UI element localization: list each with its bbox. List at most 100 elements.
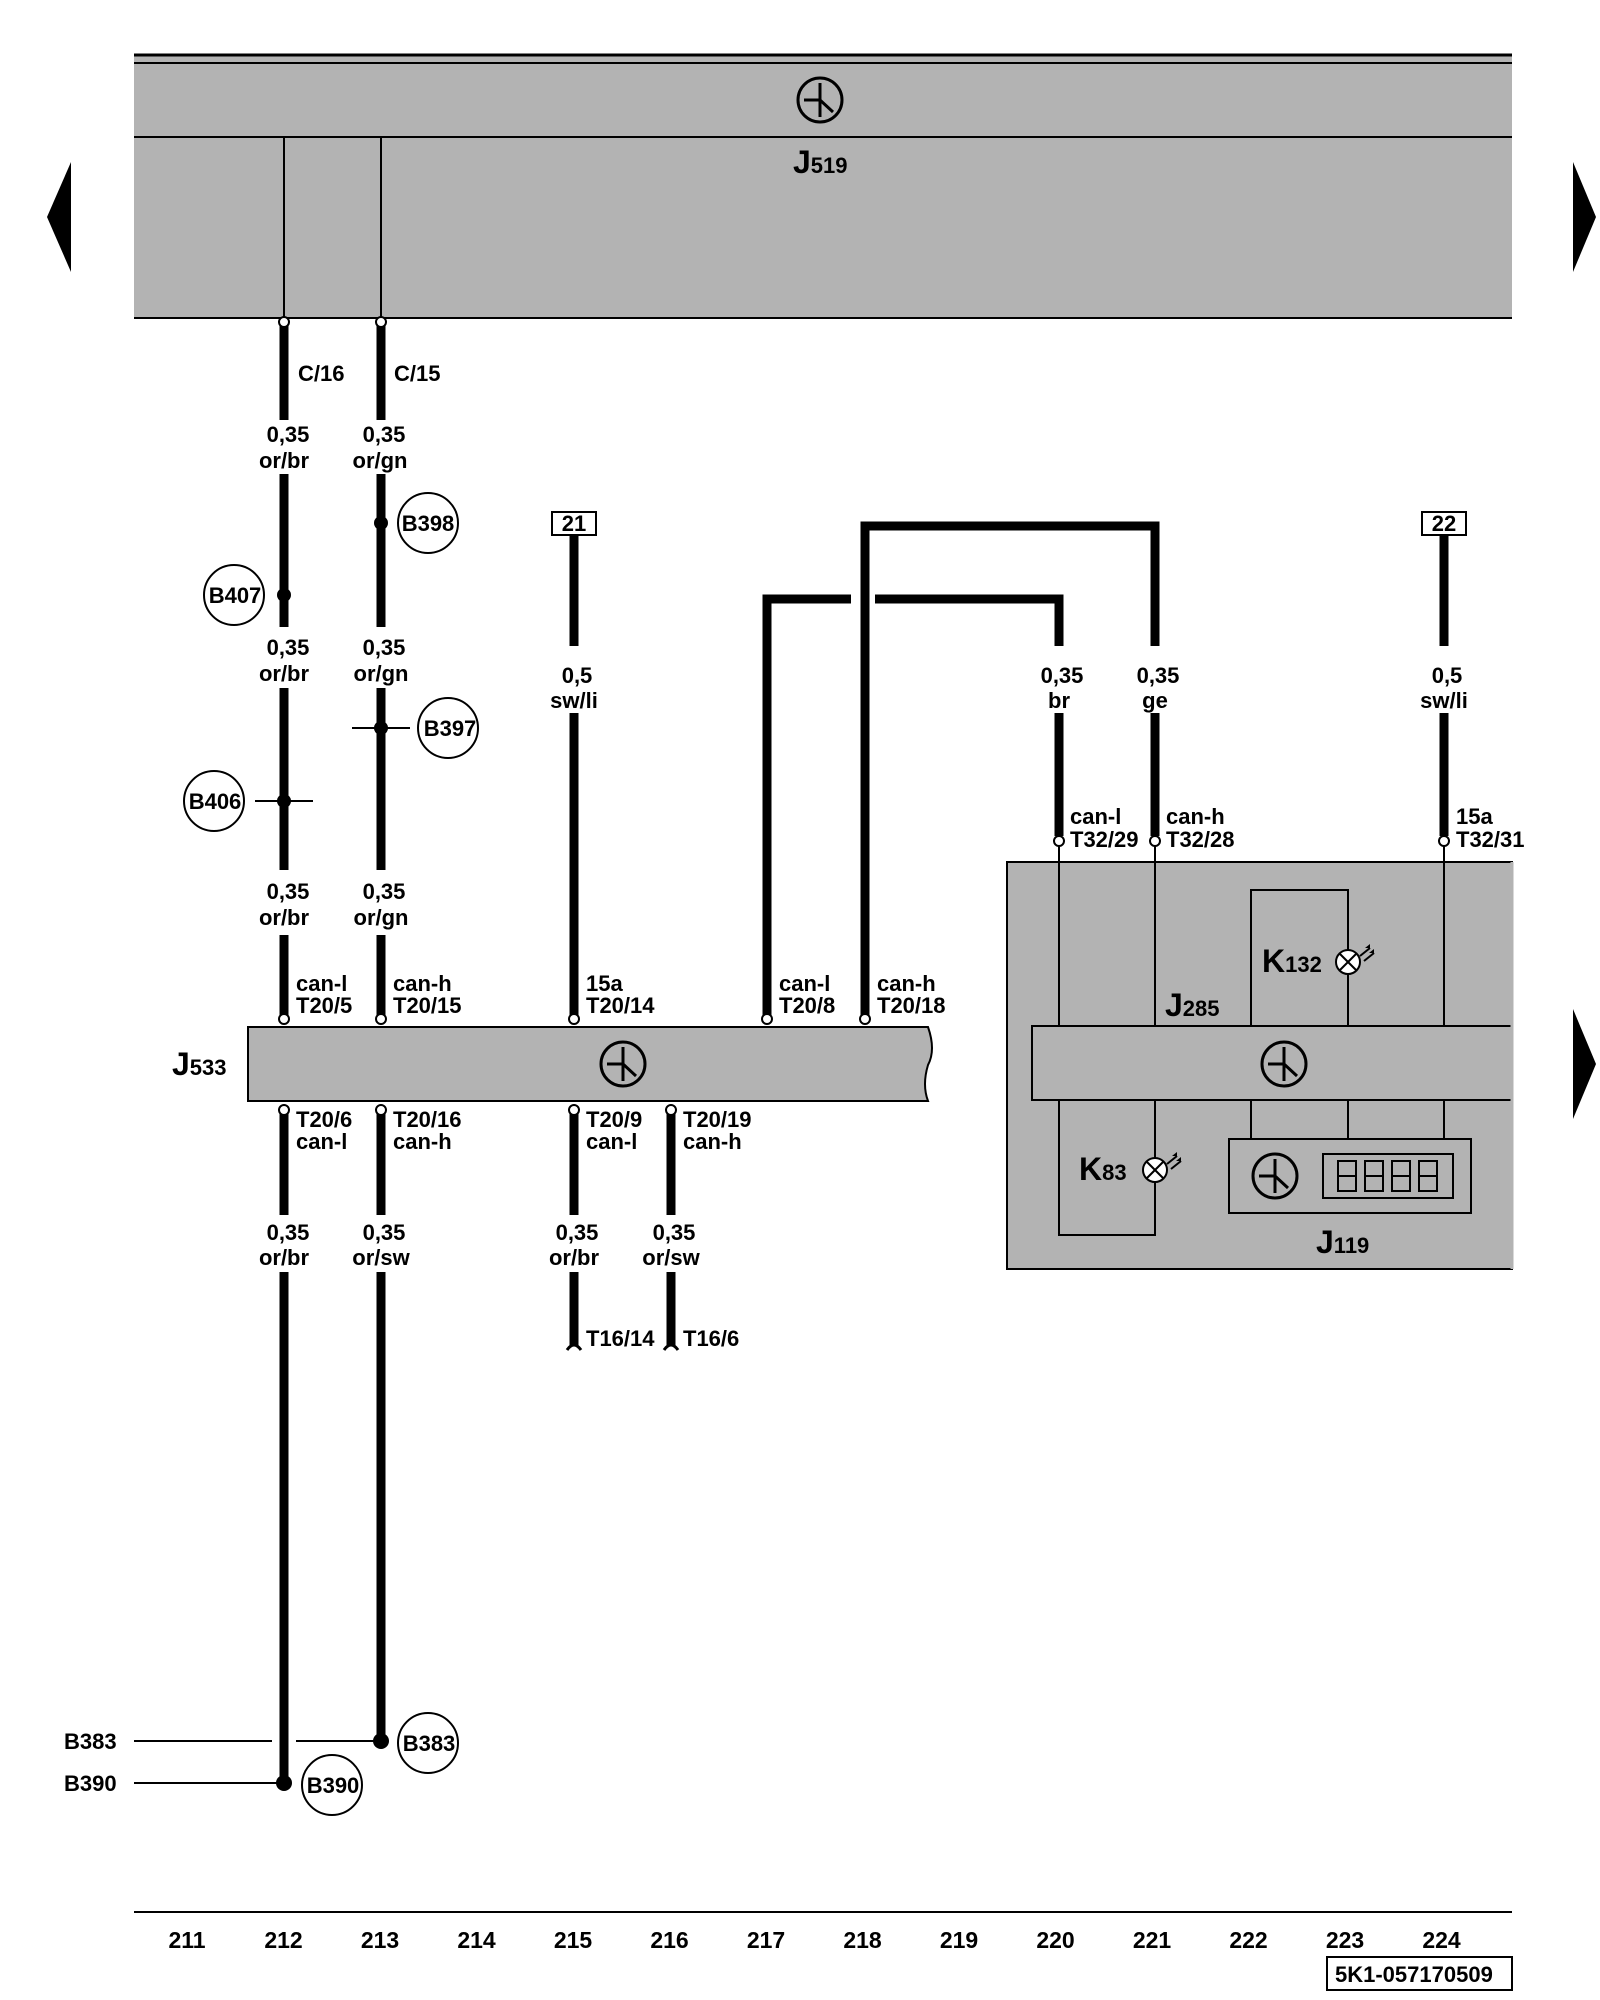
- column-number: 211: [168, 1927, 205, 1953]
- left-ref-b390[interactable]: B390: [64, 1771, 284, 1796]
- column-number: 216: [650, 1927, 688, 1953]
- pin-t20-9: T20/9: [586, 1107, 642, 1132]
- svg-text:B406: B406: [189, 789, 242, 814]
- wire-color: or/gn: [354, 661, 409, 686]
- wire-size: 0,35: [267, 1220, 310, 1245]
- lamp-icon: [1335, 944, 1375, 975]
- column-number: 221: [1133, 1927, 1172, 1953]
- connector-b407[interactable]: B407: [203, 564, 291, 626]
- column-number: 219: [940, 1927, 978, 1953]
- column-number: 220: [1036, 1927, 1074, 1953]
- wire-color: or/br: [259, 448, 310, 473]
- control-unit-icon: [1251, 1152, 1299, 1200]
- wire-size: 0,35: [1137, 663, 1180, 688]
- pin-t16-14: T16/14: [586, 1326, 655, 1351]
- wire-size: 0,35: [267, 422, 310, 447]
- pin-t20-19: T20/19: [683, 1107, 752, 1132]
- svg-text:B397: B397: [424, 716, 477, 741]
- connector-b398[interactable]: B398: [374, 492, 459, 554]
- wire-size: 0,35: [1041, 663, 1084, 688]
- pin-function: can-h: [683, 1129, 742, 1154]
- control-unit-icon: [599, 1040, 647, 1088]
- control-unit-icon: [1260, 1040, 1308, 1088]
- column-number: 214: [457, 1927, 496, 1953]
- j519-label: J519: [793, 144, 848, 180]
- pin-c16: C/16: [298, 361, 344, 386]
- svg-text:21: 21: [562, 511, 586, 536]
- pin-t20-5: T20/5: [296, 993, 352, 1018]
- wire-size: 0,35: [267, 635, 310, 660]
- wire-color: sw/li: [550, 688, 598, 713]
- pin-t20-16: T20/16: [393, 1107, 462, 1132]
- pin-t32-29: T32/29: [1070, 827, 1139, 852]
- svg-text:B390: B390: [64, 1771, 117, 1796]
- pin-function: can-h: [393, 971, 452, 996]
- wire-size: 0,35: [363, 879, 406, 904]
- column-number: 223: [1326, 1927, 1364, 1953]
- warning-lamp-k132: K132: [1262, 943, 1375, 979]
- pin-t16-6: T16/6: [683, 1326, 739, 1351]
- control-unit-j519: J519: [134, 53, 1512, 319]
- pin-c15: C/15: [394, 361, 440, 386]
- pin-t20-14: T20/14: [586, 993, 655, 1018]
- connector-b383[interactable]: B383: [373, 1712, 459, 1774]
- wire-size: 0,5: [562, 663, 593, 688]
- prev-page-arrow[interactable]: [47, 162, 71, 272]
- pin-t20-15: T20/15: [393, 993, 462, 1018]
- digital-display-icon: [1322, 1153, 1454, 1199]
- ref-box-21[interactable]: 21: [551, 511, 597, 536]
- pin-function: can-l: [779, 971, 830, 996]
- column-number: 212: [264, 1927, 302, 1953]
- wire-color: or/sw: [352, 1245, 410, 1270]
- pin-function: can-h: [1166, 804, 1225, 829]
- lamp-icon: [1142, 1152, 1182, 1183]
- wire-size: 0,5: [1432, 663, 1463, 688]
- column-number: 224: [1422, 1927, 1461, 1953]
- pin-function: can-l: [586, 1129, 637, 1154]
- svg-text:B407: B407: [209, 583, 262, 608]
- display-unit-j119: J119: [1228, 1138, 1472, 1260]
- pin-function: can-h: [877, 971, 936, 996]
- svg-text:B383: B383: [403, 1731, 456, 1756]
- next-page-arrow[interactable]: [1573, 162, 1596, 272]
- pin-t20-8: T20/8: [779, 993, 835, 1018]
- control-unit-j533: J533: [172, 1026, 933, 1102]
- column-number: 217: [747, 1927, 785, 1953]
- wire-color: or/br: [259, 905, 310, 930]
- ref-box-22[interactable]: 22: [1421, 511, 1467, 536]
- wire-color: or/gn: [353, 448, 408, 473]
- pin-function: 15a: [586, 971, 623, 996]
- can-bus-loop: [762, 521, 1160, 1020]
- j533-top-pins: [278, 995, 871, 1025]
- wire-color: br: [1048, 688, 1070, 713]
- svg-text:22: 22: [1432, 511, 1456, 536]
- wire-size: 0,35: [653, 1220, 696, 1245]
- k83-label: K83: [1079, 1151, 1127, 1187]
- warning-lamp-k83: K83: [1079, 1151, 1182, 1187]
- control-unit-icon: [796, 76, 844, 124]
- wire-size: 0,35: [363, 422, 406, 447]
- j533-bottom-wires: [278, 1104, 680, 1781]
- connector-b406[interactable]: B406: [183, 770, 313, 832]
- j119-label: J119: [1316, 1224, 1369, 1260]
- next-section-arrow[interactable]: [1573, 1009, 1596, 1119]
- pin-function: 15a: [1456, 804, 1493, 829]
- left-ref-b383[interactable]: B383: [64, 1729, 381, 1754]
- column-number: 222: [1229, 1927, 1267, 1953]
- pin-t32-28: T32/28: [1166, 827, 1235, 852]
- pin-t20-6: T20/6: [296, 1107, 352, 1132]
- j285-label: J285: [1165, 987, 1220, 1023]
- wire-size: 0,35: [556, 1220, 599, 1245]
- wire-color: or/br: [549, 1245, 600, 1270]
- wire-color: or/br: [259, 1245, 310, 1270]
- connector-b390[interactable]: B390: [276, 1754, 363, 1816]
- pin-function: can-l: [1070, 804, 1121, 829]
- k132-label: K132: [1262, 943, 1322, 979]
- connector-b397[interactable]: B397: [352, 697, 479, 759]
- pin-t32-31: T32/31: [1456, 827, 1525, 852]
- column-number: 213: [361, 1927, 399, 1953]
- wire-size: 0,35: [363, 635, 406, 660]
- pin-t20-18: T20/18: [877, 993, 946, 1018]
